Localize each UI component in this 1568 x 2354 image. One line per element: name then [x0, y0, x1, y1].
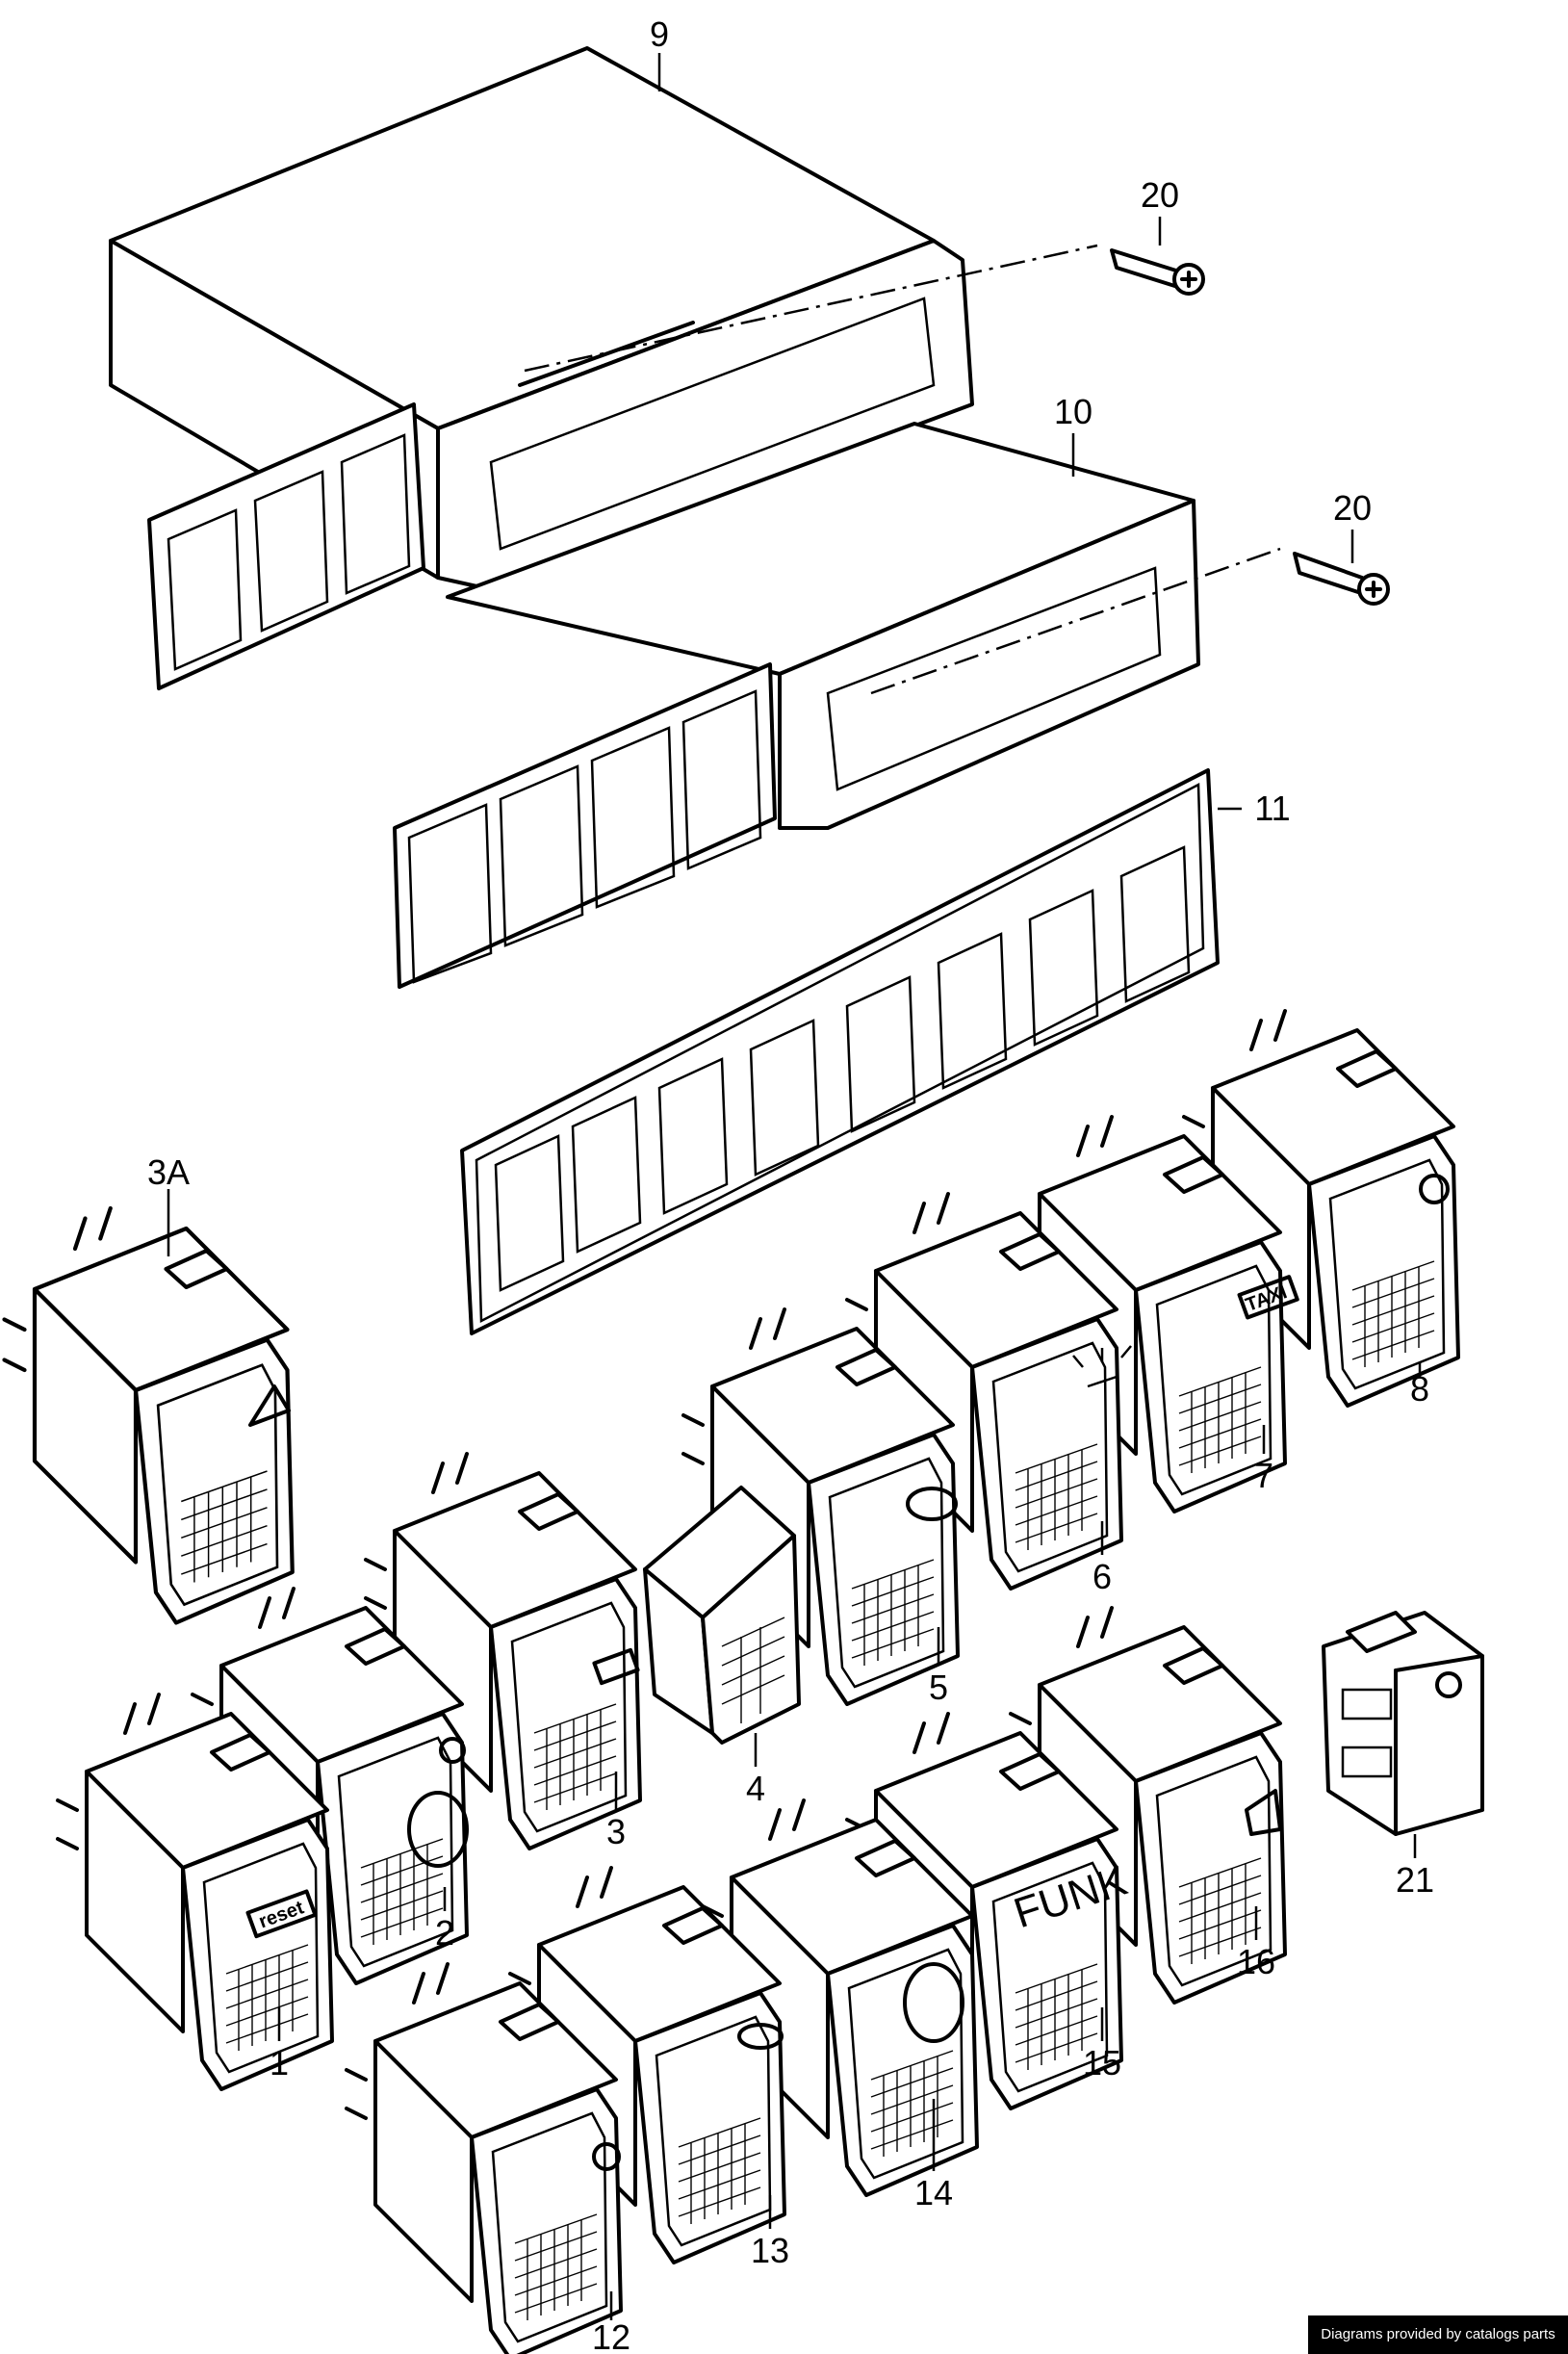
- switch-part-14: [701, 1798, 979, 2197]
- switch-part-3a: [5, 1208, 293, 1623]
- switch-part-16: [1009, 1606, 1287, 2005]
- callout-20b: 20: [1333, 488, 1372, 528]
- callout-9: 9: [650, 14, 669, 54]
- frame-part-11: [460, 768, 1220, 1335]
- socket-part-21: [1322, 1611, 1484, 1836]
- callout-11: 11: [1254, 789, 1290, 828]
- housing-part-9: [109, 46, 974, 690]
- switch-part-6: [845, 1192, 1132, 1591]
- callout-20a: 20: [1141, 175, 1179, 215]
- switch-part-12: [345, 1962, 623, 2354]
- screw-part-20a: [1110, 248, 1205, 296]
- callout-4: 4: [746, 1769, 765, 1808]
- callout-labels: 9 20 10 20 11 3A 8 7 6 5 4 3 2 1 16 21 1…: [147, 14, 1434, 2354]
- callout-3a: 3A: [147, 1152, 190, 1192]
- callout-16: 16: [1237, 1942, 1275, 1981]
- switch-part-3: [364, 1452, 642, 1850]
- callout-2: 2: [435, 1913, 454, 1953]
- credit-banner: Diagrams provided by catalogs parts: [1308, 2315, 1568, 2354]
- callout-7: 7: [1254, 1456, 1273, 1495]
- leader-lines: [167, 53, 1422, 2320]
- callout-8: 8: [1410, 1369, 1429, 1409]
- screw-part-20b: [1293, 552, 1390, 606]
- switch-part-2: [191, 1587, 469, 1985]
- callout-1: 1: [270, 2043, 289, 2082]
- callout-5: 5: [929, 1668, 948, 1707]
- housing-part-10: [393, 422, 1200, 989]
- switch-part-13: [508, 1866, 786, 2264]
- callout-6: 6: [1092, 1557, 1112, 1596]
- callout-3: 3: [606, 1812, 626, 1851]
- callout-21: 21: [1396, 1860, 1434, 1900]
- callout-13: 13: [751, 2231, 789, 2270]
- callout-10: 10: [1054, 392, 1092, 431]
- switch-part-7: TAXI: [1009, 1115, 1299, 1513]
- callout-14: 14: [914, 2173, 953, 2212]
- callout-12: 12: [592, 2317, 630, 2354]
- switch-part-8: [1182, 1009, 1460, 1408]
- callout-15: 15: [1083, 2043, 1121, 2082]
- switch-part-5: [681, 1307, 960, 1706]
- blank-part-4: [643, 1486, 801, 1745]
- switch-part-15: FUNK: [845, 1712, 1133, 2110]
- switch-part-1: reset: [56, 1693, 334, 2091]
